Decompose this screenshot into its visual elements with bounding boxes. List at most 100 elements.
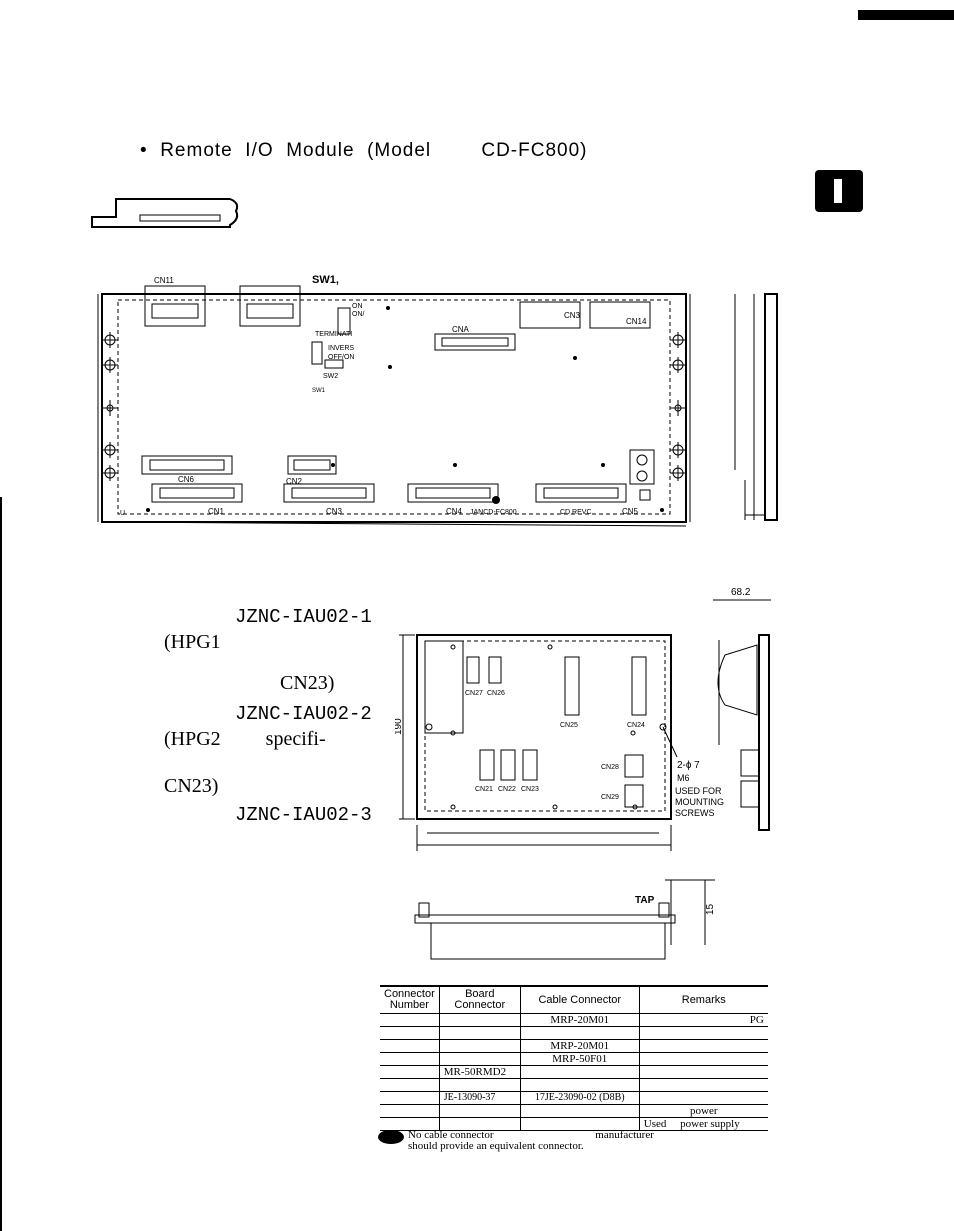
- cell: [380, 1091, 440, 1105]
- label-cn24: CN24: [627, 722, 645, 729]
- cell: [520, 1026, 640, 1040]
- cell: MR-50RMD2: [439, 1065, 521, 1079]
- cell: PG: [639, 1013, 768, 1027]
- label-cn22: CN22: [498, 786, 516, 793]
- header-connector-number: Connector Number: [380, 985, 440, 1014]
- model-1-note-a: (HPG1: [164, 631, 221, 653]
- cell: MRP-50F01: [520, 1052, 640, 1066]
- label-cn1: CN1: [208, 507, 225, 516]
- model-2: JZNC-IAU02-2: [235, 703, 372, 725]
- cell: MRP-20M01: [520, 1013, 640, 1027]
- cell: [380, 1078, 440, 1092]
- label-screws: SCREWS: [675, 808, 715, 818]
- label-invers: INVERS: [328, 345, 354, 352]
- label-hole-thread: M6: [677, 773, 690, 783]
- cell: [520, 1117, 640, 1131]
- footnote-line-2: should provide an equivalent connector.: [408, 1140, 584, 1152]
- cell: [639, 1091, 768, 1105]
- connector-table: Connector Number Board Connector Cable C…: [380, 985, 768, 1131]
- label-offon: OFF/ON: [328, 354, 354, 361]
- label-cn4: CN4: [446, 507, 463, 516]
- cell: [520, 1065, 640, 1079]
- cell: [380, 1052, 440, 1066]
- label-tap: TAP: [635, 895, 655, 906]
- table-row: MRP-50F01: [380, 1052, 768, 1066]
- table-footnote: No cable connector manufacturer should p…: [408, 1130, 654, 1152]
- cell: [639, 1026, 768, 1040]
- corner-mark: [858, 10, 954, 20]
- label-jancd: JANCD-FC800: [470, 509, 517, 516]
- cell: [380, 1026, 440, 1040]
- chapter-tab: [815, 170, 863, 212]
- header-remarks: Remarks: [639, 985, 768, 1014]
- cell: JE-13090-37: [439, 1091, 521, 1105]
- label-mounting: MOUNTING: [675, 797, 724, 807]
- cell: [380, 1065, 440, 1079]
- cell: [380, 1013, 440, 1027]
- cell: [639, 1052, 768, 1066]
- label-sw2: SW2: [323, 373, 338, 380]
- model-1: JZNC-IAU02-1: [235, 606, 372, 628]
- label-cn5: CN5: [622, 507, 639, 516]
- header-cable-connector: Cable Connector: [520, 985, 640, 1014]
- chapter-tab-number: [834, 179, 842, 203]
- footnote-line-1: No cable connector manufacturer: [408, 1129, 654, 1141]
- label-on2: ON/: [352, 311, 365, 318]
- cell: [439, 1026, 521, 1040]
- label-termination: TERMINATI: [315, 331, 352, 338]
- label-used-for: USED FOR: [675, 786, 722, 796]
- cell: [439, 1052, 521, 1066]
- cell: [520, 1104, 640, 1118]
- interface-board-drawing: CN27 CN26 CN25 CN24 CN21 CN22 CN23 CN28 …: [395, 587, 771, 960]
- note-marker-icon: [378, 1130, 404, 1144]
- model-1-note-b: CN23): [280, 672, 335, 694]
- header-board-connector: Board Connector: [439, 985, 521, 1014]
- label-cn25: CN25: [560, 722, 578, 729]
- label-sw1-top: SW1,: [312, 274, 339, 286]
- label-sw1: SW1: [312, 388, 326, 394]
- cell: power: [639, 1104, 768, 1118]
- label-cn27: CN27: [465, 690, 483, 697]
- label-cna: CNA: [452, 325, 470, 334]
- cell: MRP-20M01: [520, 1039, 640, 1053]
- cell: [639, 1078, 768, 1092]
- cell: [439, 1104, 521, 1118]
- remote-io-board-drawing: CN11 SW1, TERMINATI ON ON/ CNA CN3 CN14 …: [97, 274, 778, 527]
- label-hole-size: 2-ɸ 7: [677, 760, 700, 771]
- cell: [439, 1117, 521, 1131]
- model-2-note-b: CN23): [164, 775, 219, 797]
- label-cn2: CN2: [286, 477, 303, 486]
- label-cn14: CN14: [626, 317, 647, 326]
- model-3: JZNC-IAU02-3: [235, 804, 372, 826]
- label-cn11: CN11: [154, 276, 174, 285]
- label-cn26: CN26: [487, 690, 505, 697]
- table-header-row: Connector Number Board Connector Cable C…: [380, 985, 768, 1014]
- cell: [380, 1117, 440, 1131]
- left-margin-rule: [0, 497, 2, 1231]
- table-row: MRP-20M01: [380, 1039, 768, 1053]
- label-cn3-top: CN3: [564, 311, 581, 320]
- label-cn6: CN6: [178, 475, 195, 484]
- cell: [380, 1104, 440, 1118]
- label-on: ON: [352, 303, 363, 310]
- cell: [380, 1039, 440, 1053]
- label-cn3: CN3: [326, 507, 343, 516]
- table-row: MR-50RMD2: [380, 1065, 768, 1079]
- label-dim-190: 190: [395, 718, 404, 735]
- cell: [439, 1013, 521, 1027]
- label-u: U: [120, 510, 125, 517]
- label-cn28: CN28: [601, 764, 619, 771]
- label-rev: CD REVC: [560, 509, 592, 516]
- model-2-note-a: (HPG2 specifi-: [164, 728, 326, 750]
- label-cn21: CN21: [475, 786, 493, 793]
- table-row: power: [380, 1104, 768, 1118]
- table-row: [380, 1078, 768, 1092]
- label-dim-15: 15: [705, 903, 716, 915]
- cell: [439, 1078, 521, 1092]
- cell: [639, 1039, 768, 1053]
- cell: Used power supply: [639, 1117, 768, 1131]
- label-dim-68: 68.2: [731, 587, 751, 598]
- label-cn23: CN23: [521, 786, 539, 793]
